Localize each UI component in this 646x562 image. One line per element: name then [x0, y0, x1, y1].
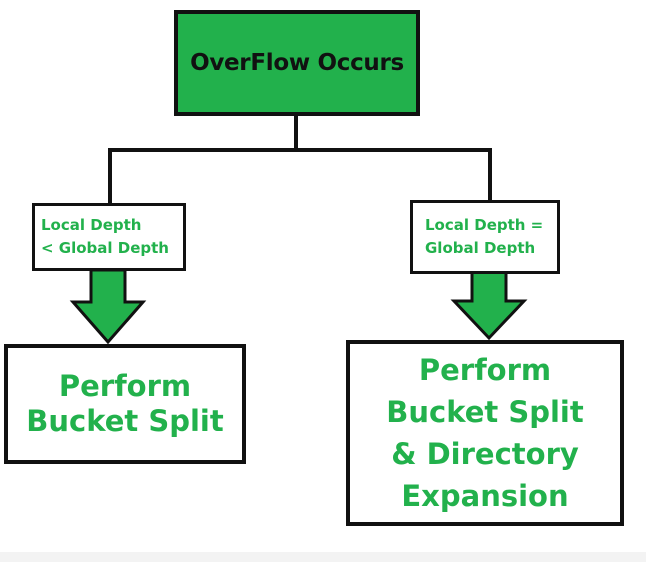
- condition-left-line-2: < Global Depth: [41, 239, 169, 257]
- action-right-line-1: Perform: [418, 353, 552, 387]
- action-left-line-2: Bucket Split: [26, 404, 224, 438]
- bucket-split-action-box: Perform Bucket Split: [4, 344, 246, 464]
- action-right-line-4: Expansion: [401, 479, 569, 513]
- action-right-line-2: Bucket Split: [386, 395, 584, 429]
- overflow-occurs-label: OverFlow Occurs: [190, 50, 404, 76]
- action-right-line-3: & Directory: [391, 437, 579, 471]
- condition-local-less-than-global-box: Local Depth < Global Depth: [32, 203, 186, 271]
- condition-local-equals-global-box: Local Depth = Global Depth: [410, 200, 560, 274]
- condition-right-line-1: Local Depth =: [425, 216, 544, 234]
- condition-right-line-2: Global Depth: [425, 239, 536, 257]
- bottom-divider-bar: [0, 552, 646, 562]
- bucket-split-directory-expansion-box: Perform Bucket Split & Directory Expansi…: [346, 340, 624, 526]
- right-down-arrow-icon: [450, 270, 528, 341]
- overflow-occurs-box: OverFlow Occurs: [174, 10, 420, 116]
- action-left-line-1: Perform: [58, 369, 192, 403]
- condition-left-line-1: Local Depth: [41, 216, 142, 234]
- left-down-arrow-icon: [69, 268, 147, 345]
